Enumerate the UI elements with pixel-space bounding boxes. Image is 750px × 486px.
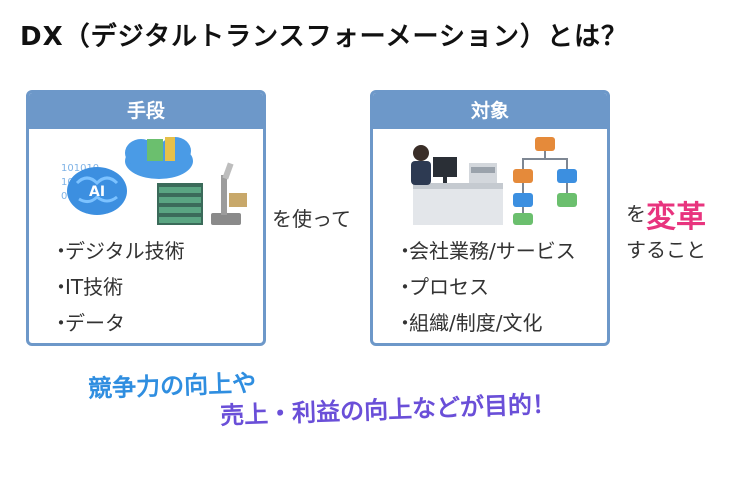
means-item: ・デジタル技術 xyxy=(51,239,185,263)
robot-arm-icon xyxy=(211,162,247,225)
connector-text: を使って xyxy=(272,207,351,231)
binary-text-1: 101010 xyxy=(61,163,99,174)
result-text: を変革 すること xyxy=(626,192,706,263)
flowchart-icon xyxy=(513,137,577,225)
target-box-header: 対象 xyxy=(373,93,607,129)
result-emphasis: 変革 xyxy=(646,200,706,235)
target-box: 対象 xyxy=(370,90,610,346)
target-item: ・プロセス xyxy=(395,275,489,299)
target-item: ・会社業務/サービス xyxy=(395,239,576,263)
binary-text-2: 10 xyxy=(61,177,74,188)
office-worker-icon xyxy=(411,145,503,225)
means-box: 手段 101010 10 00 AI xyxy=(26,90,266,346)
technology-illustration: 101010 10 00 AI xyxy=(29,133,263,229)
server-rack-icon xyxy=(157,183,203,225)
ai-label: AI xyxy=(89,184,105,200)
result-suffix: すること xyxy=(626,238,706,262)
ai-brain-icon: AI xyxy=(67,167,127,215)
means-item: ・データ xyxy=(51,311,125,335)
means-box-header: 手段 xyxy=(29,93,263,129)
means-list: ・デジタル技術 ・IT技術 ・データ xyxy=(51,233,185,341)
binary-text-3: 00 xyxy=(61,191,74,202)
result-prefix: を xyxy=(626,202,646,226)
means-item: ・IT技術 xyxy=(51,275,124,299)
purpose-line-2: 売上・利益の向上などが目的！ xyxy=(219,390,557,430)
business-illustration xyxy=(373,133,607,229)
page-title: DX（デジタルトランスフォーメーション）とは？ xyxy=(20,22,629,52)
target-item: ・組織/制度/文化 xyxy=(395,311,543,335)
cloud-icon xyxy=(125,137,193,179)
target-list: ・会社業務/サービス ・プロセス ・組織/制度/文化 xyxy=(395,233,576,341)
